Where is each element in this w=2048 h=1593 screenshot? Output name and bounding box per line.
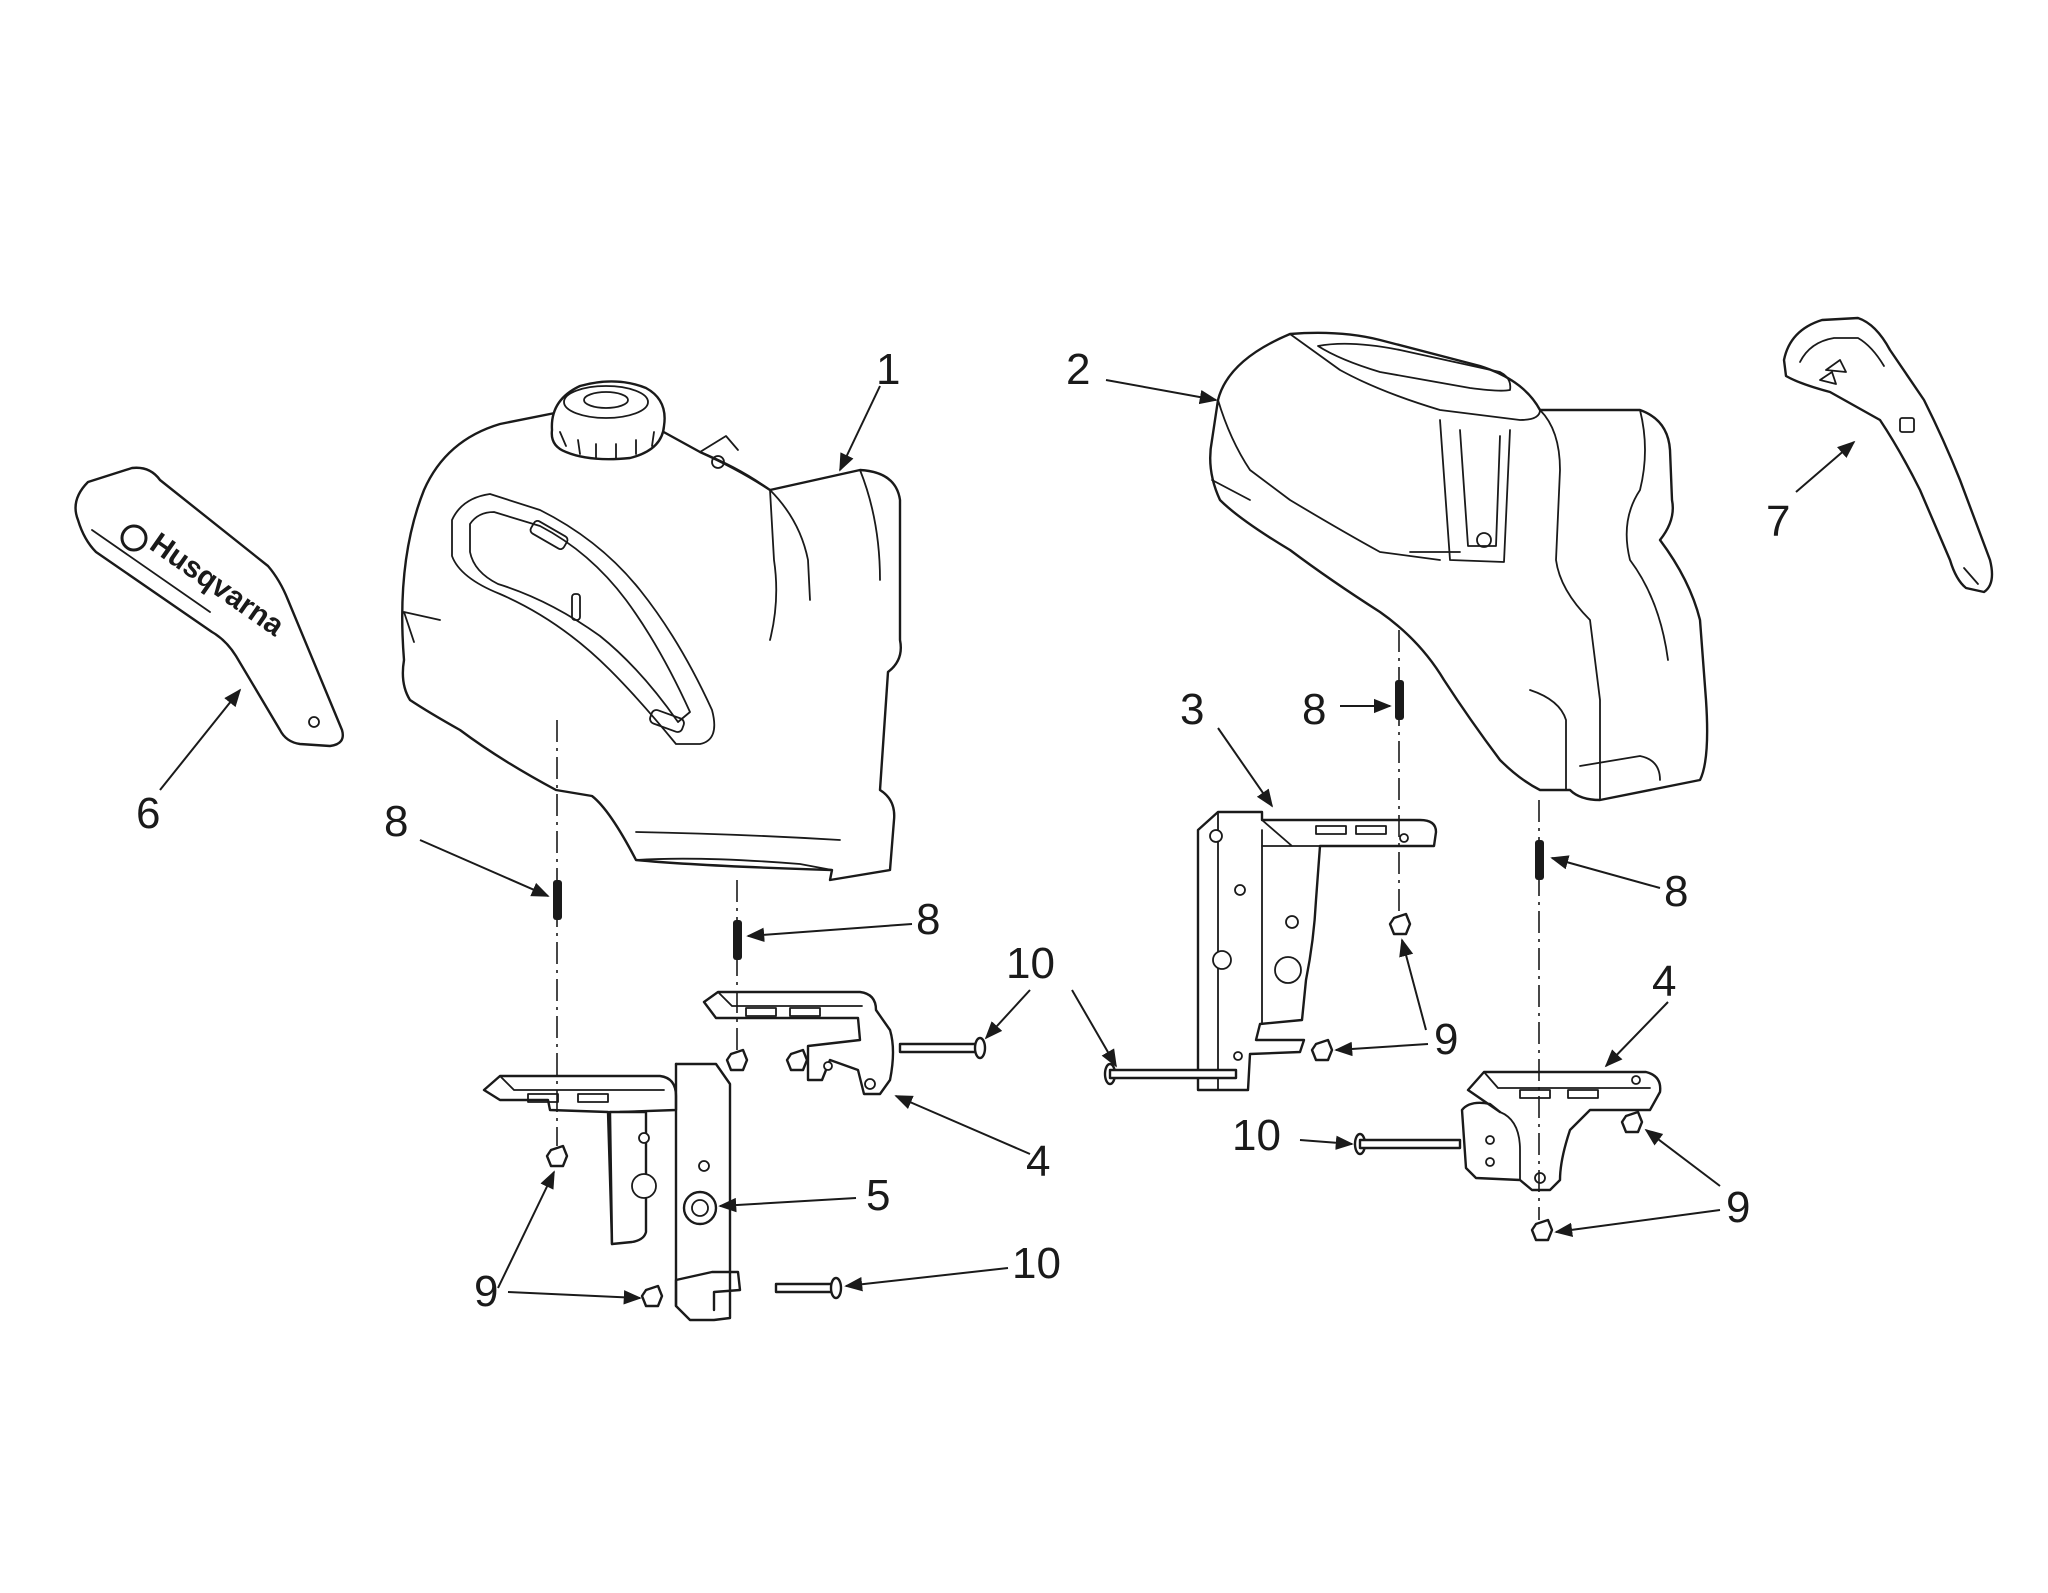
callout-6: 6 xyxy=(136,789,160,838)
pin-icon xyxy=(553,880,562,920)
callout-2: 2 xyxy=(1066,345,1090,394)
nut-icon xyxy=(1620,1110,1644,1134)
callout-4: 4 xyxy=(1026,1137,1050,1186)
pin-icon xyxy=(1535,840,1544,880)
part-4-bracket-right xyxy=(1460,1070,1662,1192)
callout-9: 9 xyxy=(1434,1015,1458,1064)
part-7-right-decal xyxy=(1782,316,1994,594)
bolt-fasteners xyxy=(774,1036,1462,1300)
part-3-bracket xyxy=(1196,810,1438,1092)
nut-fasteners xyxy=(545,912,1644,1308)
fuel-cap-icon xyxy=(550,380,666,461)
grommet-icon xyxy=(682,1190,718,1226)
pin-icon xyxy=(1395,680,1404,720)
callout-8: 8 xyxy=(916,895,940,944)
callout-9: 9 xyxy=(474,1267,498,1316)
bolt-icon xyxy=(898,1036,987,1060)
part-4-bracket-left xyxy=(702,990,895,1096)
bolt-icon xyxy=(774,1276,843,1300)
bolt-icon xyxy=(1353,1132,1462,1156)
callout-10: 10 xyxy=(1232,1111,1281,1160)
callout-3: 3 xyxy=(1180,685,1204,734)
part-2-right-housing xyxy=(1209,331,1709,802)
callout-8: 8 xyxy=(1664,867,1688,916)
callout-5: 5 xyxy=(866,1171,890,1220)
nut-icon xyxy=(545,1144,569,1168)
nut-icon xyxy=(1530,1218,1554,1242)
leader-lines xyxy=(159,379,1856,1305)
part-6-husqvarna-decal: Husqvarna xyxy=(74,466,344,748)
part-left-lower-bracket xyxy=(482,1062,742,1322)
pin-icon xyxy=(733,920,742,960)
nut-icon xyxy=(725,1048,749,1072)
nut-icon xyxy=(640,1284,664,1308)
pin-fasteners xyxy=(553,680,1544,960)
nut-icon xyxy=(1310,1038,1334,1062)
callout-1: 1 xyxy=(876,345,900,394)
callout-8: 8 xyxy=(384,797,408,846)
callout-4: 4 xyxy=(1652,957,1676,1006)
callout-7: 7 xyxy=(1766,497,1790,546)
callout-8: 8 xyxy=(1302,685,1326,734)
nut-icon xyxy=(1388,912,1412,936)
callout-numbers: 1 2 3 6 7 8 8 8 8 10 9 4 10 4 5 9 9 10 xyxy=(136,345,1790,1316)
nut-icon xyxy=(785,1048,809,1072)
callout-10: 10 xyxy=(1006,939,1055,988)
callout-9: 9 xyxy=(1726,1183,1750,1232)
center-lines xyxy=(556,630,1540,1220)
part-1-fuel-tank xyxy=(401,380,902,882)
bolt-icon xyxy=(1103,1062,1238,1086)
callout-10: 10 xyxy=(1012,1239,1061,1288)
